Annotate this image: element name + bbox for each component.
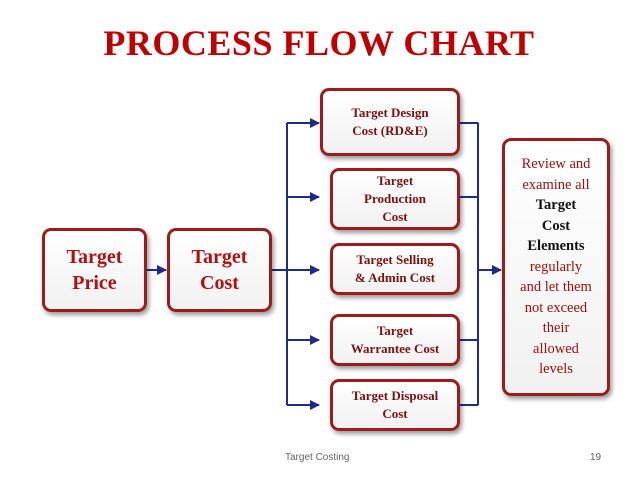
footer-label: Target Costing (285, 452, 350, 463)
node-warrantee-cost: Target Warrantee Cost (330, 314, 460, 366)
page-number: 19 (590, 452, 602, 463)
node-target-cost: Target Cost (167, 228, 272, 312)
node-review: Review and examine all Target Cost Eleme… (502, 138, 610, 396)
node-production-cost: Target Production Cost (330, 168, 460, 230)
node-target-price: Target Price (42, 228, 147, 312)
page-title: PROCESS FLOW CHART (103, 23, 535, 63)
node-selling-admin-cost: Target Selling & Admin Cost (330, 243, 460, 295)
node-design-cost: Target Design Cost (RD&E) (320, 88, 460, 156)
node-disposal-cost: Target Disposal Cost (330, 379, 460, 431)
